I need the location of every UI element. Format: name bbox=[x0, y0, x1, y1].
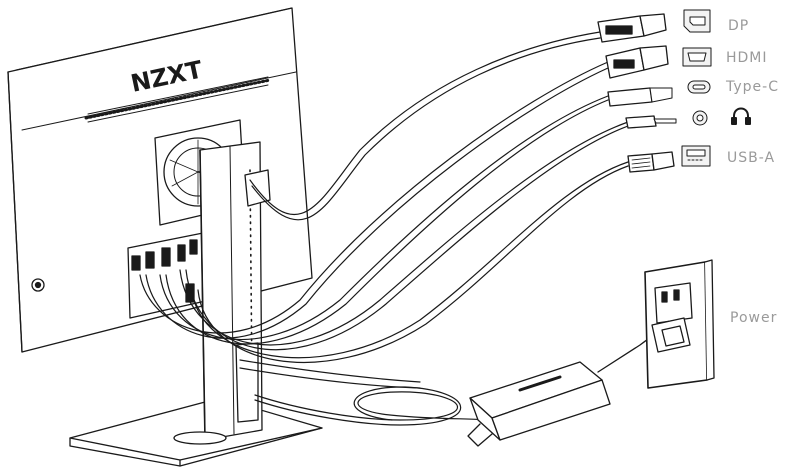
dp-label: DP bbox=[728, 18, 750, 34]
monitor-stand bbox=[69, 141, 323, 467]
usb-a-connector bbox=[627, 151, 675, 173]
cable-connectors bbox=[597, 13, 677, 173]
type-c-connector bbox=[607, 87, 673, 107]
displayport-port-icon bbox=[683, 9, 711, 33]
audio-port-icon bbox=[692, 110, 708, 126]
dp-connector bbox=[597, 13, 667, 43]
hdmi-connector bbox=[605, 45, 669, 79]
audio-jack-connector bbox=[625, 115, 677, 129]
usb-a-port-icon bbox=[681, 145, 711, 167]
wall-outlet bbox=[644, 259, 715, 389]
usb-a-label: USB-A bbox=[727, 150, 776, 166]
power-adapter bbox=[467, 327, 673, 447]
power-label: Power bbox=[730, 310, 778, 326]
signal-cables bbox=[139, 31, 629, 426]
usb-c-port-icon bbox=[687, 80, 711, 94]
hdmi-port-icon bbox=[682, 47, 712, 67]
type-c-label: Type-C bbox=[726, 79, 779, 95]
hdmi-label: HDMI bbox=[726, 50, 768, 66]
headphones-icon bbox=[731, 107, 751, 125]
